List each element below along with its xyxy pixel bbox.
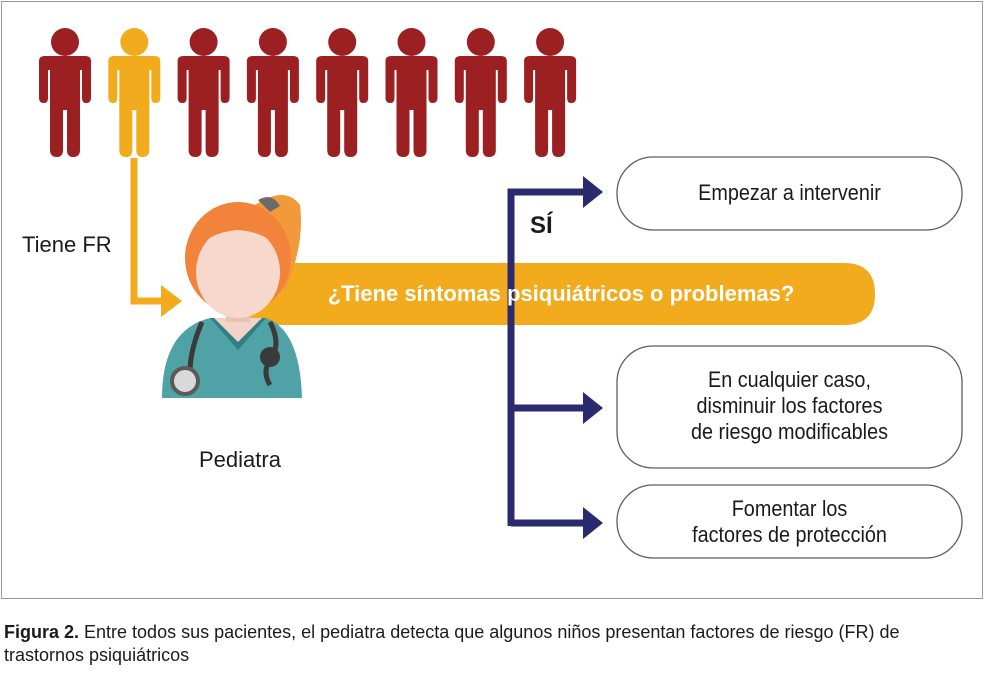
arrowhead-top xyxy=(583,176,603,208)
doctor-avatar-icon xyxy=(162,195,302,398)
person-icon xyxy=(39,28,91,157)
box-factores-riesgo-text: En cualquier caso, disminuir los factore… xyxy=(634,367,945,445)
arrowhead-middle xyxy=(583,392,603,424)
stethoscope-icon xyxy=(170,320,280,396)
diagram xyxy=(39,28,963,559)
box-disminuir-factores xyxy=(616,345,963,469)
person-icon xyxy=(177,28,230,157)
risk-arrow xyxy=(130,158,182,317)
box-fomentar-proteccion xyxy=(616,484,963,559)
box-intervenir-text: Empezar a intervenir xyxy=(634,180,945,206)
box-factores-riesgo-line: disminuir los factores xyxy=(696,393,883,418)
box-proteccion-line: Fomentar los xyxy=(731,496,848,521)
label-si: SÍ xyxy=(530,212,553,239)
box-factores-riesgo-line: En cualquier caso, xyxy=(708,367,871,392)
person-icon-highlighted xyxy=(108,28,161,157)
box-factores-riesgo-line: de riesgo modificables xyxy=(690,419,889,444)
box-empezar-intervenir xyxy=(616,156,963,231)
person-icon xyxy=(385,28,438,157)
box-proteccion-line: factores de protección xyxy=(692,522,887,547)
person-icon xyxy=(454,28,507,157)
person-icon xyxy=(524,28,577,157)
question-bar xyxy=(232,263,875,325)
caption-label: Figura 2. xyxy=(4,622,80,642)
person-icon xyxy=(246,28,299,157)
arrowhead-bottom xyxy=(583,507,603,539)
patients-row xyxy=(39,28,577,157)
label-pediatra: Pediatra xyxy=(199,447,281,472)
question-text: ¿Tiene síntomas psiquiátricos o problema… xyxy=(327,281,795,306)
decision-arrows xyxy=(507,176,603,539)
figure-caption: Figura 2. Entre todos sus pacientes, el … xyxy=(4,621,982,667)
label-tiene-fr: Tiene FR xyxy=(22,232,112,257)
box-proteccion-text: Fomentar los factores de protección xyxy=(634,496,945,548)
caption-text: Entre todos sus pacientes, el pediatra d… xyxy=(4,622,900,665)
person-icon xyxy=(316,28,369,157)
box-intervenir-line: Empezar a intervenir xyxy=(698,180,881,205)
